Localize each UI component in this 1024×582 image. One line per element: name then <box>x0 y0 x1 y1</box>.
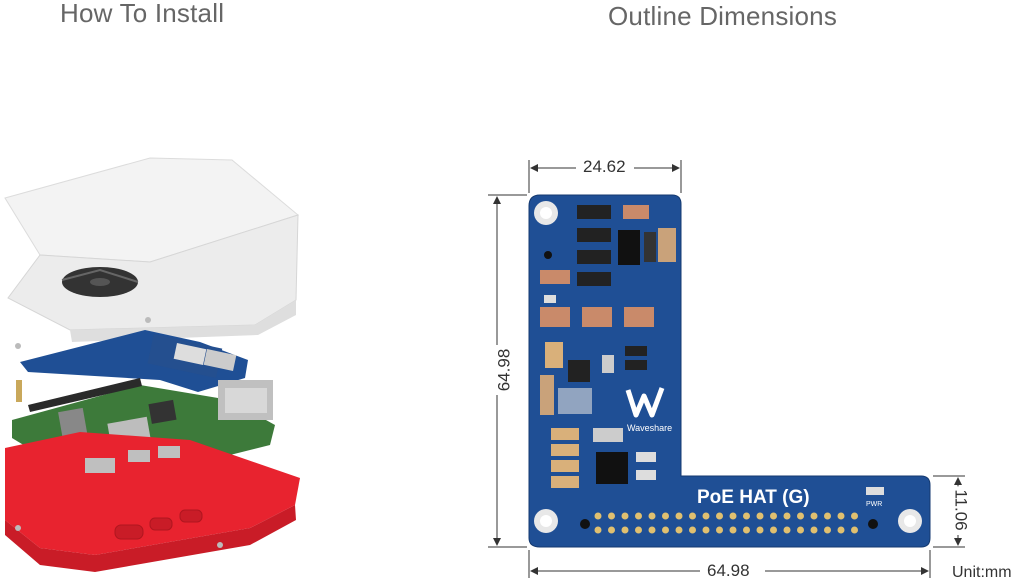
stack-hat-board <box>15 317 248 392</box>
gpio-pin <box>635 512 642 520</box>
gpio-pin <box>837 526 845 534</box>
controller-chip <box>568 360 590 382</box>
gpio-pin <box>729 512 737 520</box>
board-name-label: PoE HAT (G) <box>697 487 810 508</box>
gpio-pin <box>648 512 656 520</box>
gpio-pin <box>662 512 669 520</box>
gpio-pin <box>594 512 602 520</box>
board-components <box>540 205 676 488</box>
gpio-header <box>594 512 858 534</box>
install-heading: How To Install <box>60 0 225 28</box>
bottom-width-label: 64.98 <box>704 561 753 581</box>
gpio-pin <box>851 512 858 520</box>
gpio-pin <box>770 526 777 534</box>
gpio-pin <box>837 512 845 520</box>
poe-hat-board <box>528 194 931 548</box>
gpio-pin <box>662 526 669 534</box>
pwr-led <box>866 487 884 495</box>
dimension-lines <box>488 160 965 578</box>
gpio-pin <box>648 526 656 534</box>
gpio-pin <box>797 526 804 534</box>
gpio-pin <box>716 512 723 520</box>
pwr-label: PWR <box>866 501 882 508</box>
gpio-pin <box>797 512 804 520</box>
gpio-pin <box>608 512 615 520</box>
gpio-pin <box>810 526 818 534</box>
gpio-pin <box>702 512 710 520</box>
gpio-pin <box>689 526 696 534</box>
gpio-pin <box>783 512 791 520</box>
top-width-label: 24.62 <box>580 157 629 177</box>
dimensions-heading: Outline Dimensions <box>608 1 838 31</box>
gpio-pin <box>608 526 615 534</box>
gpio-pin <box>675 512 683 520</box>
case-base <box>5 432 300 572</box>
gpio-pin <box>702 526 710 534</box>
case-lid <box>4 157 300 342</box>
gpio-pin <box>635 526 642 534</box>
gpio-pin <box>783 526 791 534</box>
gpio-pin <box>756 512 764 520</box>
mounting-holes <box>534 201 922 533</box>
gpio-pin <box>851 526 858 534</box>
height-label: 64.98 <box>494 345 515 395</box>
gpio-pin <box>729 526 737 534</box>
gpio-pin <box>770 512 777 520</box>
gpio-pin <box>621 526 629 534</box>
gpio-pin <box>810 512 818 520</box>
gpio-pin <box>594 526 602 534</box>
gpio-pin <box>824 526 831 534</box>
gpio-pin <box>743 526 750 534</box>
waveshare-logo: Waveshare <box>625 387 672 433</box>
gpio-pin <box>743 512 750 520</box>
gpio-pin <box>756 526 764 534</box>
gpio-pin <box>675 526 683 534</box>
unit-label: Unit:mm <box>952 564 1012 581</box>
gpio-pin <box>689 512 696 520</box>
gpio-pin <box>824 512 831 520</box>
gpio-pin <box>716 526 723 534</box>
gpio-pin <box>621 512 629 520</box>
right-height-label: 11.06 <box>950 486 971 534</box>
brand-label: Waveshare <box>627 423 672 433</box>
